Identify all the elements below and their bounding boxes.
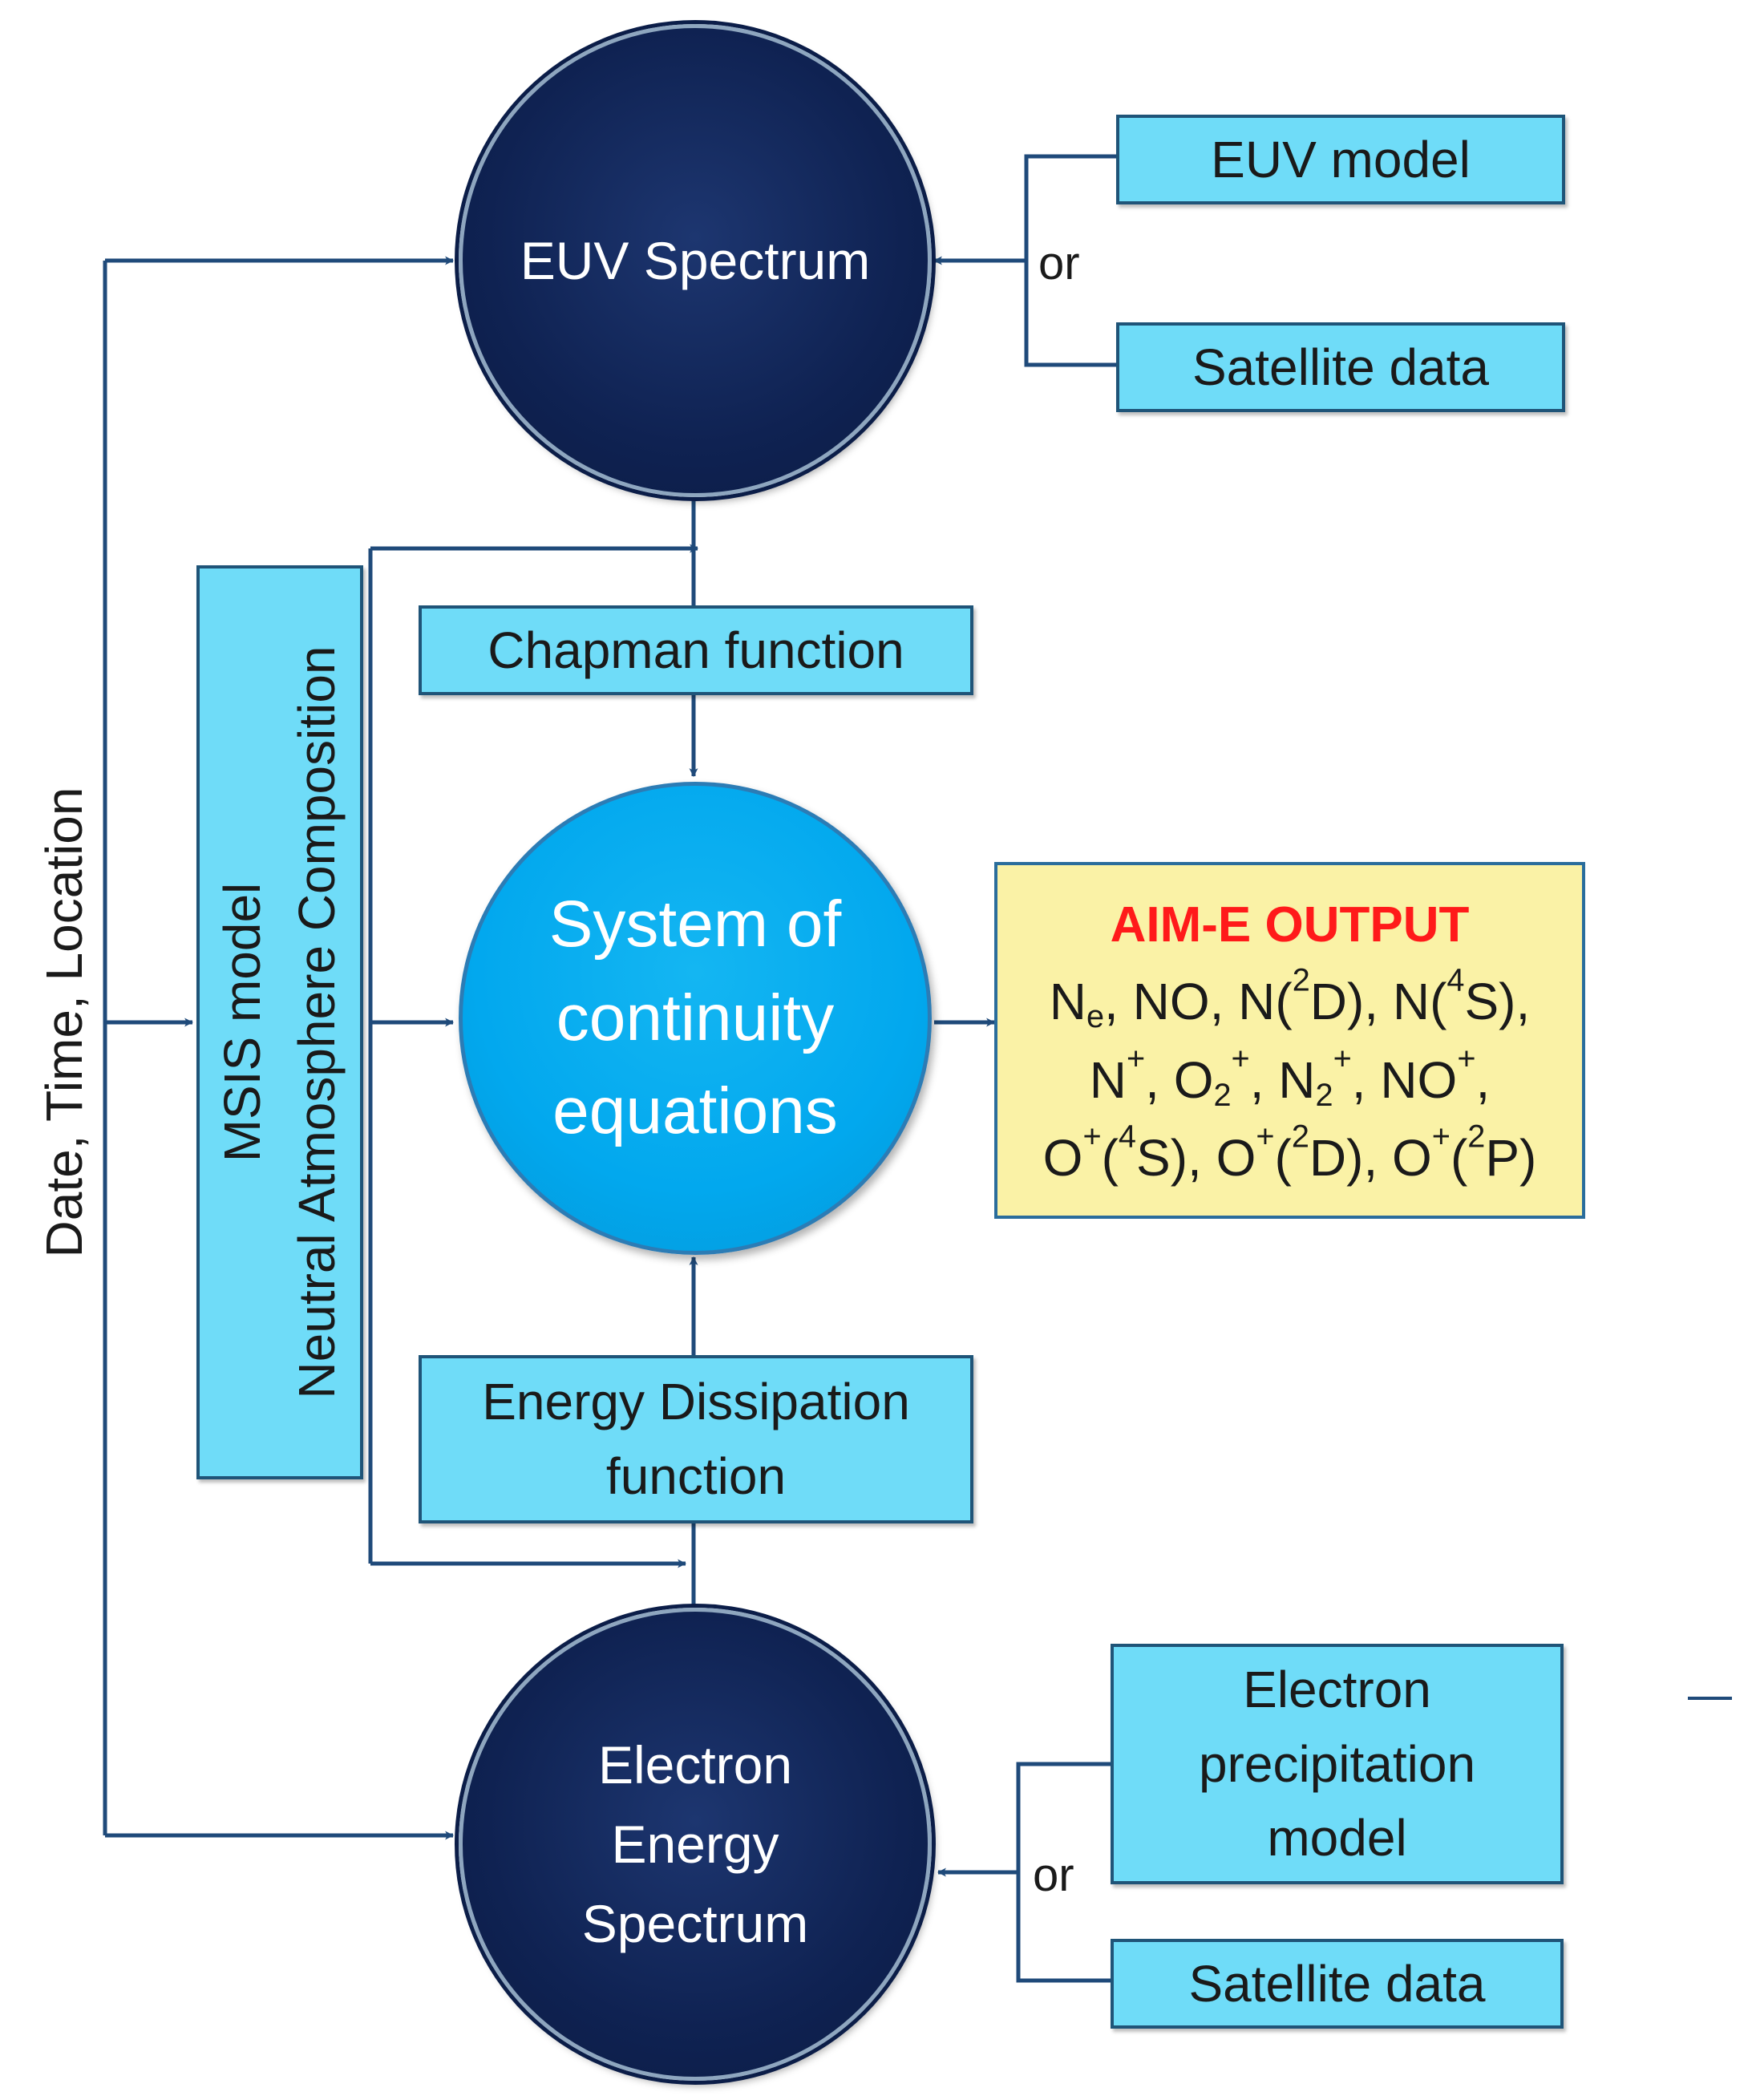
satellite-data-bottom-box: Satellite data xyxy=(1111,1939,1564,2029)
superscript: + xyxy=(1126,1040,1146,1076)
subscript: 2 xyxy=(1213,1077,1232,1113)
electron-spectrum-line2: Energy xyxy=(611,1814,779,1874)
superscript: 2 xyxy=(1292,962,1310,998)
superscript: + xyxy=(1431,1119,1451,1155)
msis-label-line1: MSIS model xyxy=(213,882,272,1163)
or-bottom-label: or xyxy=(1033,1849,1074,1901)
chapman-function-label: Chapman function xyxy=(488,621,904,679)
electron-spectrum-line3: Spectrum xyxy=(581,1893,809,1953)
superscript: 4 xyxy=(1446,962,1465,998)
electron-precip-line3: model xyxy=(1267,1809,1407,1867)
continuity-label-line3: equations xyxy=(552,1074,838,1148)
superscript: + xyxy=(1333,1040,1352,1076)
superscript: + xyxy=(1256,1119,1275,1155)
output-title: AIM-E OUTPUT xyxy=(1110,897,1470,953)
superscript: 2 xyxy=(1467,1119,1486,1155)
species-text: D), O xyxy=(1309,1128,1432,1187)
electron-spectrum-line1: Electron xyxy=(597,1734,793,1795)
satellite-data-top-box: Satellite data xyxy=(1116,322,1565,412)
subscript: e xyxy=(1086,999,1105,1035)
satellite-data-bottom-label: Satellite data xyxy=(1188,1954,1486,2013)
superscript: + xyxy=(1231,1040,1250,1076)
superscript: 4 xyxy=(1118,1119,1136,1155)
euv-model-label: EUV model xyxy=(1211,130,1471,188)
species-text: , NO xyxy=(1351,1050,1458,1109)
output-line-2: N+, O2+, N2+, NO+, xyxy=(997,1042,1582,1119)
species-text: , xyxy=(1475,1050,1491,1109)
continuity-label-line1: System of xyxy=(548,888,842,961)
output-line-1: Ne, NO, N(2D), N(4S), xyxy=(997,963,1582,1041)
species-text: S), xyxy=(1464,973,1531,1031)
electron-energy-spectrum-circle: Electron Energy Spectrum xyxy=(459,1608,932,2081)
or-top-label: or xyxy=(1038,237,1080,289)
euv-model-box: EUV model xyxy=(1116,115,1565,204)
species-text: ( xyxy=(1274,1128,1292,1187)
aim-e-output-box: AIM-E OUTPUT Ne, NO, N(2D), N(4S), N+, O… xyxy=(994,862,1585,1219)
euv-spectrum-circle: EUV Spectrum xyxy=(459,24,932,497)
euv-spectrum-label: EUV Spectrum xyxy=(520,230,871,290)
superscript: 2 xyxy=(1291,1119,1309,1155)
continuity-label-line2: continuity xyxy=(556,981,835,1054)
satellite-data-top-label: Satellite data xyxy=(1192,338,1490,396)
electron-precip-line2: precipitation xyxy=(1198,1734,1476,1793)
species-text: N xyxy=(1089,1050,1127,1109)
electron-precipitation-model-box: Electron precipitation model xyxy=(1111,1644,1564,1884)
inputs-label: Date, Time, Location xyxy=(35,787,93,1258)
species-text: , O xyxy=(1145,1050,1214,1109)
species-text: ( xyxy=(1450,1128,1468,1187)
species-text: P) xyxy=(1485,1128,1537,1187)
msis-box xyxy=(196,565,363,1479)
energy-dissipation-line1: Energy Dissipation xyxy=(482,1373,910,1431)
subscript: 2 xyxy=(1315,1077,1333,1113)
energy-dissipation-line2: function xyxy=(605,1447,787,1505)
msis-label-line2: Neutral Atmosphere Composition xyxy=(288,645,346,1399)
species-text: ( xyxy=(1101,1128,1119,1187)
superscript: + xyxy=(1082,1119,1102,1155)
species-text: , NO, N( xyxy=(1104,973,1293,1031)
energy-dissipation-box: Energy Dissipation function xyxy=(419,1355,973,1523)
species-text: O xyxy=(1042,1128,1083,1187)
species-text: S), O xyxy=(1136,1128,1256,1187)
species-text: D), N( xyxy=(1309,973,1447,1031)
superscript: + xyxy=(1457,1040,1476,1076)
species-text: , N xyxy=(1249,1050,1316,1109)
output-line-3: O+(4S), O+(2D), O+(2P) xyxy=(997,1119,1582,1197)
species-text: N xyxy=(1049,973,1086,1031)
msis-label: MSIS model Neutral Atmosphere Compositio… xyxy=(193,565,366,1479)
electron-precip-line1: Electron xyxy=(1243,1660,1431,1718)
chapman-function-box: Chapman function xyxy=(419,605,973,695)
continuity-equations-circle: System of continuity equations xyxy=(459,782,932,1255)
